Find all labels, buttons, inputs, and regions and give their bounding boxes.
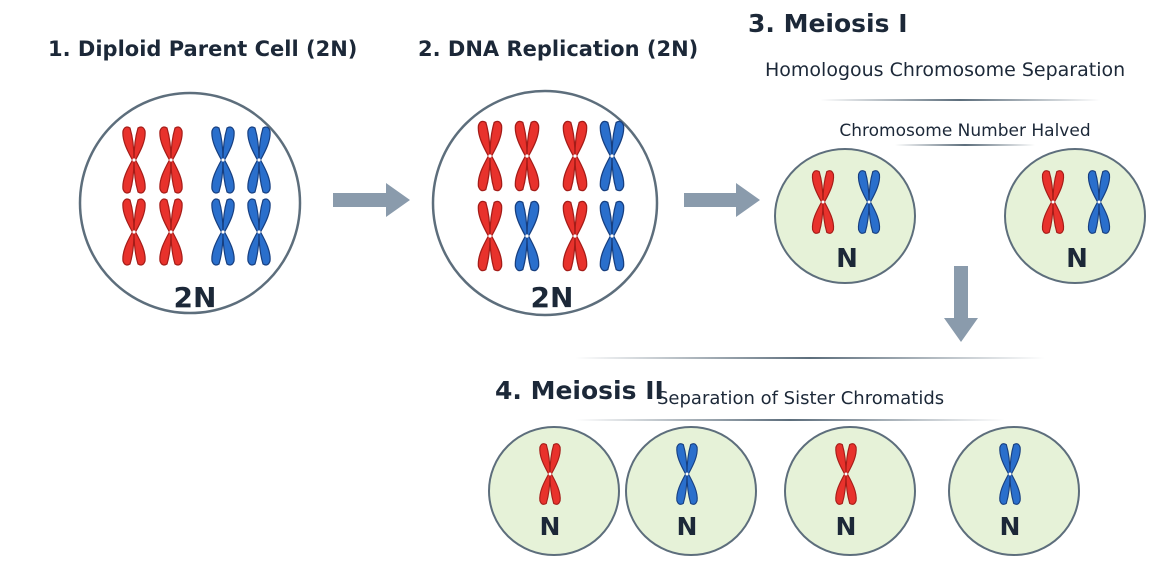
ploidy-label: N: [836, 244, 858, 274]
meiosis1-cell: [774, 148, 916, 284]
chromosome-blue: [999, 443, 1021, 505]
divider-line: [820, 99, 1100, 101]
chromosome-blue: [247, 126, 271, 194]
ploidy-label: 2N: [531, 281, 574, 314]
chromosome-red: [811, 170, 835, 234]
chromosome-blue: [247, 198, 271, 266]
chromosome-blue: [857, 170, 881, 234]
divider-line: [575, 419, 1005, 421]
chromosome-red: [477, 120, 503, 192]
chromosome-red: [835, 443, 857, 505]
divider-line: [895, 144, 1035, 146]
chromosome-red: [562, 200, 588, 272]
stage1-title: 1. Diploid Parent Cell (2N): [48, 37, 357, 61]
chromosome-blue: [599, 120, 625, 192]
chromosome-red: [122, 198, 146, 266]
arrow-icon: [333, 183, 410, 217]
ploidy-label: N: [1000, 512, 1021, 541]
stage4-title: 4. Meiosis II: [495, 376, 664, 405]
chromosome-blue: [599, 200, 625, 272]
chromosome-blue: [514, 200, 540, 272]
ploidy-label: N: [1066, 244, 1088, 274]
chromosome-blue: [676, 443, 698, 505]
ploidy-label: N: [836, 512, 857, 541]
stage3-subtitle: Homologous Chromosome Separation: [765, 59, 1125, 81]
ploidy-label: N: [677, 512, 698, 541]
chromosome-halved-note: Chromosome Number Halved: [839, 121, 1090, 141]
stage2-title: 2. DNA Replication (2N): [418, 37, 698, 61]
chromosome-red: [539, 443, 561, 505]
chromosome-red: [159, 126, 183, 194]
stage3-title: 3. Meiosis I: [748, 9, 908, 38]
chromosome-blue: [211, 198, 235, 266]
chromosome-red: [562, 120, 588, 192]
chromosome-red: [477, 200, 503, 272]
stage4-subtitle: Separation of Sister Chromatids: [657, 388, 944, 409]
divider-line: [575, 357, 1045, 359]
chromosome-red: [122, 126, 146, 194]
chromosome-red: [1041, 170, 1065, 234]
meiosis1-cell: [1004, 148, 1146, 284]
chromosome-blue: [211, 126, 235, 194]
chromosome-red: [159, 198, 183, 266]
arrow-icon: [684, 183, 760, 217]
ploidy-label: 2N: [174, 281, 217, 314]
ploidy-label: N: [540, 512, 561, 541]
chromosome-red: [514, 120, 540, 192]
chromosome-blue: [1087, 170, 1111, 234]
arrow-icon: [944, 266, 978, 342]
